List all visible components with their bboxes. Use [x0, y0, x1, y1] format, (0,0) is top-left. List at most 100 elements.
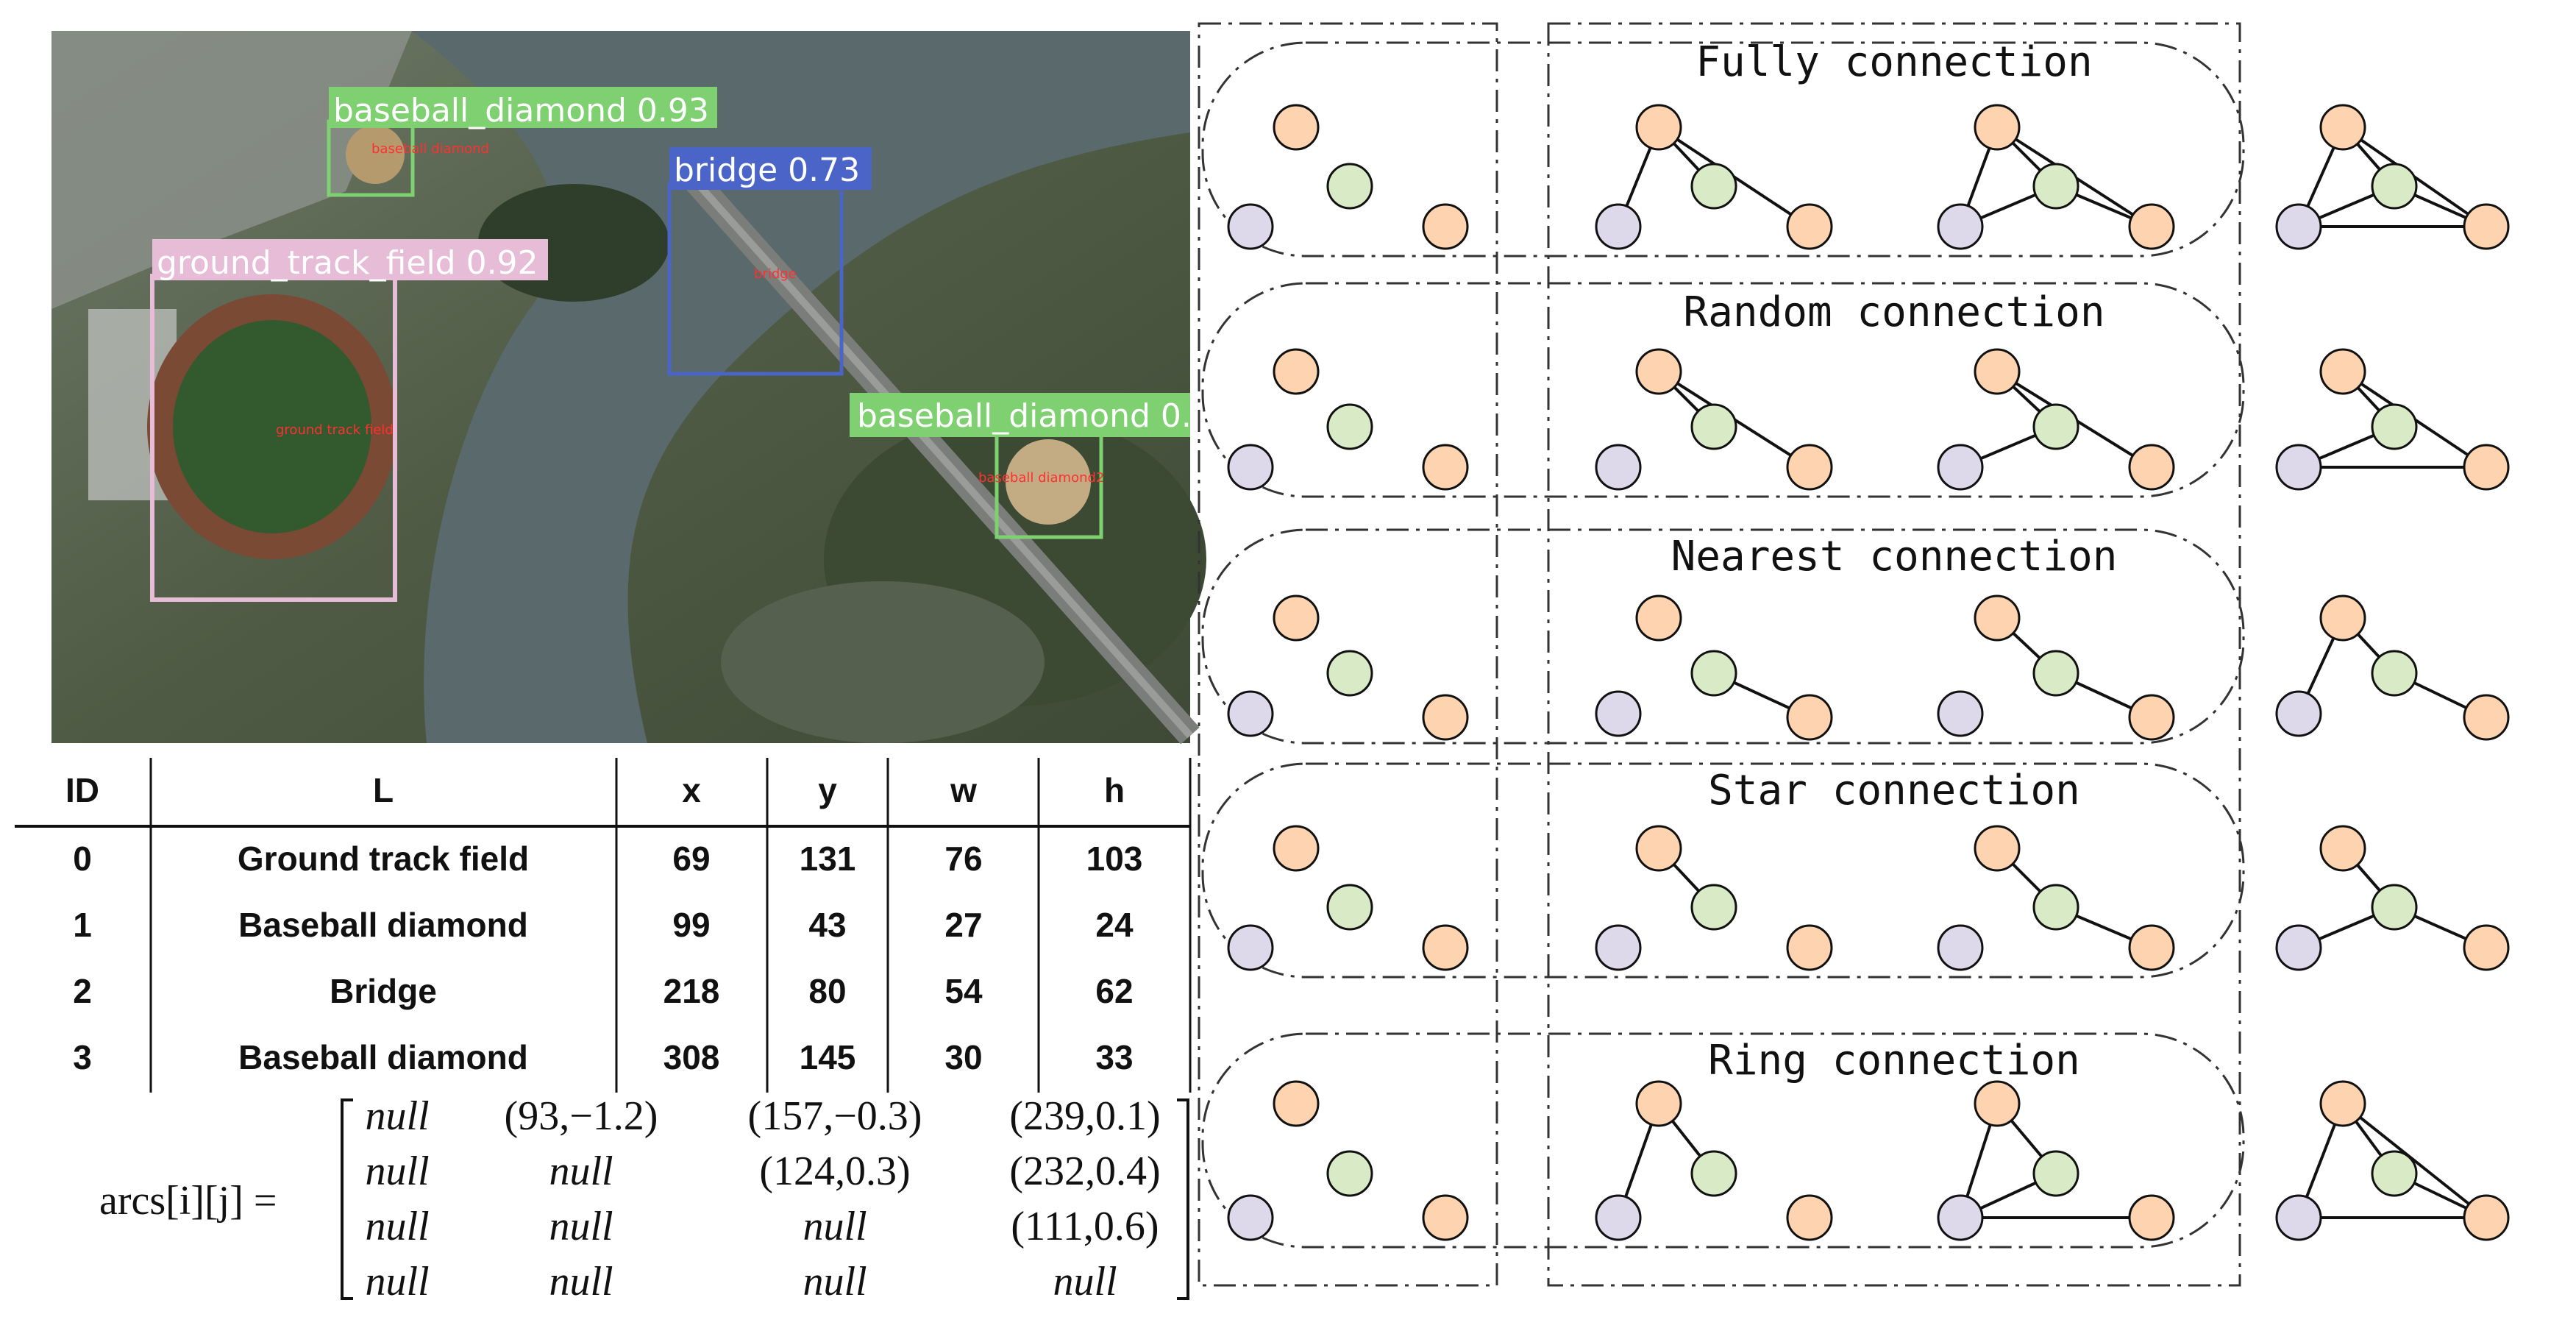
table-cell: 30	[944, 1038, 982, 1076]
connection-panel-outline	[1201, 282, 2245, 498]
graph-group	[1937, 104, 2175, 250]
table-cell: 3	[73, 1038, 92, 1076]
matrix-row: null null null null	[365, 1259, 1117, 1304]
graph-node-orange	[2319, 348, 2366, 395]
graph-node-green	[2371, 1150, 2418, 1197]
graph-node-purple	[1937, 444, 1984, 491]
graph-node-green	[1326, 650, 1373, 697]
matrix-cell: (124,0.3)	[759, 1149, 910, 1194]
connection-title: Star connection	[1708, 767, 2080, 814]
graph-node-orange	[1422, 444, 1469, 491]
graph-group	[1595, 594, 1833, 741]
graph-node-purple	[1937, 1194, 1984, 1241]
graph-node-purple	[1227, 690, 1274, 737]
graph-node-green	[1690, 163, 1737, 210]
graph-node-green	[2032, 163, 2079, 210]
connection-title: Nearest connection	[1671, 533, 2118, 581]
graph-node-purple	[1227, 203, 1274, 250]
graph-group	[1227, 825, 1469, 971]
matrix-cell: null	[365, 1204, 429, 1249]
detection-label: bridge 0.73	[674, 152, 860, 189]
detection-baseball-diamond-2: baseball_diamond 0.91 baseball diamond2	[850, 393, 1233, 539]
table-cell: 76	[944, 839, 982, 878]
graph-node-orange	[1974, 825, 2021, 872]
graph-group	[1937, 348, 2175, 491]
graph-node-orange	[2128, 203, 2175, 250]
graph-group	[1595, 825, 1833, 971]
detection-label: baseball_diamond 0.91	[857, 397, 1233, 435]
table-cell: 145	[800, 1038, 856, 1076]
table-header-label: L	[373, 771, 394, 809]
graph-node-orange	[1786, 444, 1833, 491]
graph-node-orange	[1786, 203, 1833, 250]
graph-node-purple	[1227, 444, 1274, 491]
matrix-cell: (157,−0.3)	[748, 1093, 922, 1139]
graph-node-green	[1690, 1150, 1737, 1197]
graph-node-orange	[2128, 444, 2175, 491]
table-cell: 103	[1086, 839, 1143, 878]
matrix-cell: null	[365, 1149, 429, 1194]
graph-node-orange	[1635, 594, 1682, 642]
graph-node-green	[2032, 1150, 2079, 1197]
graph-group	[1595, 348, 1833, 491]
graph-node-green	[1690, 650, 1737, 697]
graph-node-orange	[2319, 594, 2366, 642]
graph-group	[2275, 104, 2510, 250]
graph-node-orange	[1273, 1080, 1320, 1127]
matrix-cell: null	[803, 1259, 867, 1304]
graph-node-purple	[1595, 924, 1642, 971]
graph-node-green	[1326, 163, 1373, 210]
table-cell: 62	[1095, 972, 1133, 1010]
graph-node-green	[2032, 403, 2079, 450]
graph-node-green	[2032, 650, 2079, 697]
graph-node-orange	[2128, 694, 2175, 741]
graph-node-green	[2371, 884, 2418, 931]
graph-node-purple	[1595, 444, 1642, 491]
graph-group	[2275, 594, 2510, 741]
table-cell: Baseball diamond	[238, 1038, 528, 1076]
graph-node-green	[1326, 884, 1373, 931]
input-column-frame	[1198, 22, 1498, 1287]
matrix-row: null null null (111,0.6)	[365, 1204, 1159, 1249]
detection-sub-label: baseball diamond	[371, 141, 489, 157]
graph-node-orange	[2319, 1080, 2366, 1127]
graph-node-orange	[2128, 1194, 2175, 1241]
connection-title: Ring connection	[1708, 1037, 2080, 1085]
matrix-label: arcs[i][j] =	[99, 1178, 277, 1224]
graph-node-green	[1690, 884, 1737, 931]
table-header-id: ID	[65, 771, 99, 809]
graph-node-orange	[2463, 924, 2510, 971]
graph-node-orange	[2463, 444, 2510, 491]
table-cell: 99	[672, 906, 710, 944]
graph-node-green	[2371, 650, 2418, 697]
graph-node-orange	[1422, 1194, 1469, 1241]
graph-node-green	[2371, 403, 2418, 450]
graph-node-orange	[1974, 104, 2021, 151]
table-cell: 69	[672, 839, 710, 878]
graph-node-orange	[2319, 825, 2366, 872]
graph-node-purple	[1595, 1194, 1642, 1241]
graph-node-green	[1690, 403, 1737, 450]
graph-node-orange	[1974, 348, 2021, 395]
connection-panel-outline	[1201, 762, 2245, 979]
graph-node-purple	[1595, 690, 1642, 737]
graph-node-orange	[1974, 594, 2021, 642]
graph-node-green	[2032, 884, 2079, 931]
graph-node-green	[1326, 403, 1373, 450]
graph-node-orange	[1422, 203, 1469, 250]
table-cell: 33	[1095, 1038, 1133, 1076]
table-row: 2 Bridge 218 80 54 62	[73, 972, 1133, 1010]
matrix-cell: null	[365, 1093, 429, 1139]
table-header-h: h	[1104, 771, 1125, 809]
graph-node-purple	[2275, 690, 2322, 737]
table-cell: 131	[800, 839, 856, 878]
graph-node-orange	[2319, 104, 2366, 151]
table-cell: 218	[663, 972, 720, 1010]
table-cell: 27	[944, 906, 982, 944]
graph-node-purple	[2275, 203, 2322, 250]
connection-panel: Fully connection	[1201, 38, 2510, 258]
matrix-cell: (239,0.1)	[1009, 1093, 1160, 1139]
graph-node-purple	[1227, 924, 1274, 971]
